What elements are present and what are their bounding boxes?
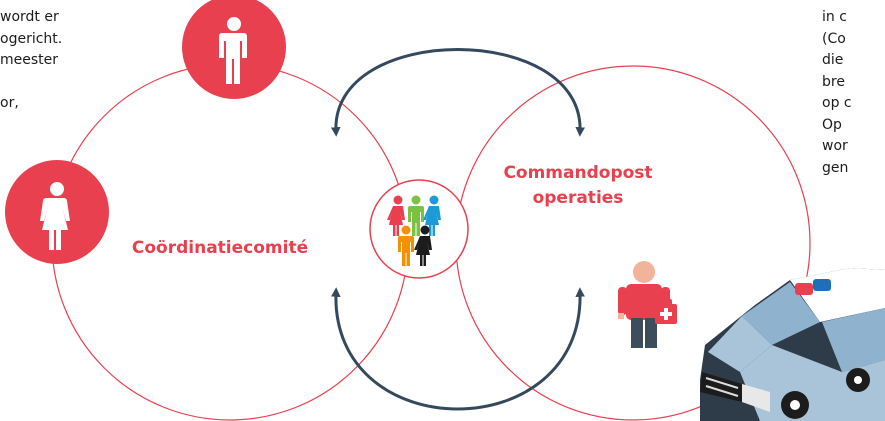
coordination-label: Coördinatiecomité bbox=[132, 238, 308, 258]
chair-disc bbox=[5, 160, 109, 264]
right-text-line: wor bbox=[822, 138, 848, 154]
stakeholders-disc bbox=[369, 179, 469, 279]
right-text-line: bre bbox=[822, 73, 845, 90]
mayor-disc bbox=[182, 0, 286, 99]
left-text-block: wordt er ogericht. meester or, bbox=[0, 7, 62, 115]
left-text-line: or, bbox=[0, 95, 19, 111]
person-orange-icon bbox=[398, 225, 414, 266]
left-text-line: ogericht. bbox=[0, 30, 63, 47]
right-text-line: in c bbox=[822, 9, 847, 25]
operations-label-line1: Commandopost bbox=[503, 163, 652, 183]
right-text-line: op c bbox=[822, 95, 852, 111]
top-arc-arrow bbox=[330, 48, 586, 137]
left-text-line: wordt er bbox=[0, 9, 59, 25]
police-car-icon bbox=[700, 268, 885, 421]
first-aid-kit-icon bbox=[655, 299, 677, 324]
right-text-line: Op bbox=[822, 116, 842, 133]
right-text-block: in c (Co die bre op c Op wor gen bbox=[822, 7, 852, 179]
left-text-line: meester bbox=[0, 52, 59, 68]
right-text-line: gen bbox=[822, 159, 849, 176]
bottom-arc-arrow bbox=[331, 287, 585, 411]
right-text-line: die bbox=[822, 52, 844, 68]
right-text-line: (Co bbox=[822, 30, 846, 47]
medic-icon bbox=[618, 261, 671, 348]
man-icon bbox=[219, 17, 247, 84]
person-green-icon bbox=[408, 195, 424, 236]
woman-icon bbox=[40, 182, 70, 250]
person-black-icon bbox=[414, 225, 432, 266]
person-blue-icon bbox=[423, 195, 441, 236]
person-red-icon bbox=[387, 195, 405, 236]
operations-label-line2: operaties bbox=[533, 188, 624, 208]
